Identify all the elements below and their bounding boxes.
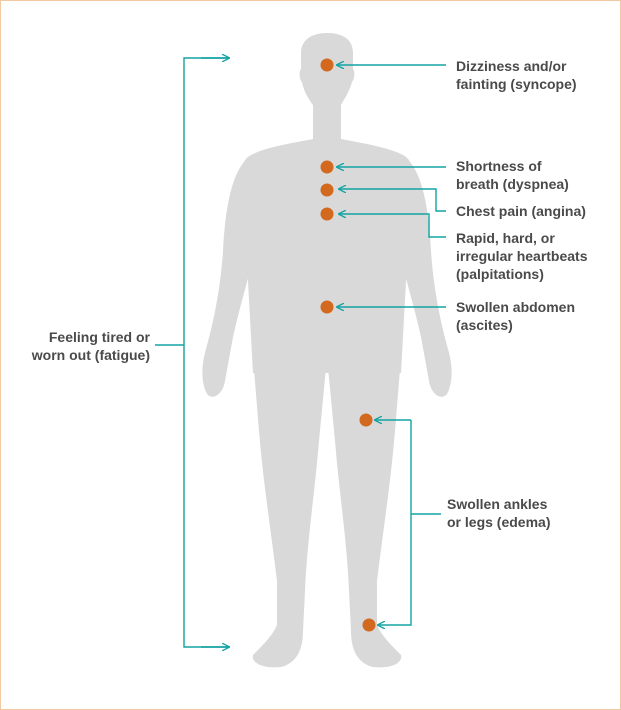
marker-ankle [362,618,376,632]
silhouette-torso [238,139,416,373]
marker-knee [359,413,373,427]
connector-lines [155,58,446,647]
silhouette-left-arm [202,161,257,397]
label-palpitations: Rapid, hard, or irregular heartbeats (pa… [456,230,588,282]
label-syncope: Dizziness and/or fainting (syncope) [456,58,577,92]
label-fatigue: Feeling tired or worn out (fatigue) [31,329,150,363]
marker-palpitations [320,207,334,221]
connector-angina [339,189,446,212]
symptom-markers [320,58,376,632]
marker-abdomen [320,300,334,314]
silhouette-head [299,33,355,117]
marker-angina [320,183,334,197]
silhouette-left-leg [252,357,327,668]
connector-palpitations [339,214,446,238]
marker-head [320,58,334,72]
silhouette-right-leg [327,357,402,668]
label-angina: Chest pain (angina) [456,203,586,219]
connector-edema [378,420,412,625]
label-dyspnea: Shortness of breath (dyspnea) [456,158,569,192]
label-edema: Swollen ankles or legs (edema) [447,496,551,530]
label-ascites: Swollen abdomen (ascites) [456,299,576,333]
marker-dyspnea [320,160,334,174]
silhouette-right-arm [397,161,452,397]
human-silhouette [202,33,452,668]
